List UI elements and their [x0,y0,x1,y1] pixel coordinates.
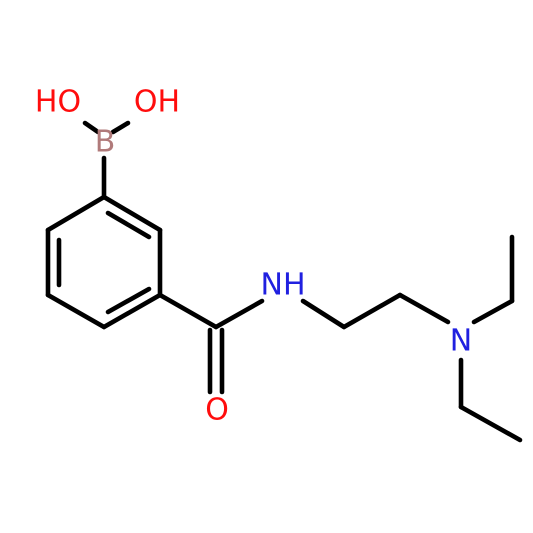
bond-ring-inner-2 [105,286,152,315]
bond-ring-carbonyl [157,292,219,330]
bond-carbonyl-nh [213,298,265,330]
atom-oh-right: OH [134,85,180,120]
bonds [45,120,523,443]
bond-ch2-n [397,292,451,325]
bond-b-oh-right [110,120,131,135]
bond-ring-6 [45,194,107,233]
bond-ring-inner-1 [105,210,152,240]
atom-amine-nitrogen: N [450,324,472,359]
bond-nh-ch2 [300,298,347,330]
atom-amide-nitrogen: NH [261,268,306,303]
bond-n-ethyl-down-2 [458,404,523,443]
atom-boron: B [95,125,116,160]
atom-oh-left: HO [35,85,81,120]
atom-labels: HO OH B O NH N [35,85,472,428]
bond-ring-1 [101,194,163,233]
atom-carbonyl-oxygen: O [205,393,229,428]
bond-n-ethyl-up-1 [471,298,515,325]
bond-b-oh-left [82,120,101,135]
bond-ring-4 [45,292,107,330]
bond-ch2-ch2 [341,292,403,330]
bond-ring-3 [101,292,163,330]
